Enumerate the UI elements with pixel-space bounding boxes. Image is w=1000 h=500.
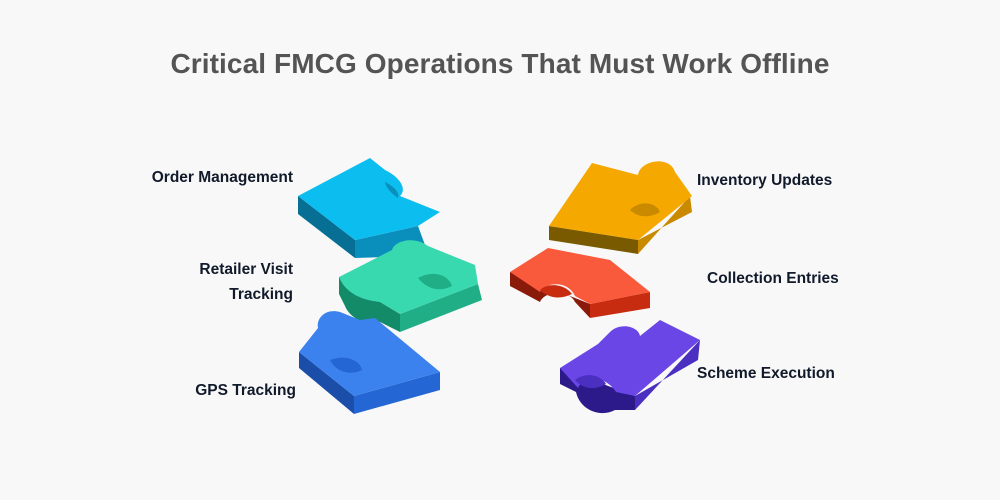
puzzle-piece-inventory [549, 161, 692, 254]
label-retailer-visit-line-2: Tracking [229, 286, 293, 303]
puzzle-piece-scheme [560, 320, 700, 414]
puzzle-piece-gps [299, 311, 440, 414]
label-inventory-updates: Inventory Updates [697, 172, 833, 189]
page-title: Critical FMCG Operations That Must Work … [170, 48, 830, 79]
label-collection-entries: Collection Entries [707, 270, 839, 287]
label-gps-tracking: GPS Tracking [195, 382, 296, 399]
puzzle-piece-collection [510, 248, 650, 318]
label-order-management: Order Management [151, 169, 293, 186]
label-scheme-execution: Scheme Execution [697, 365, 835, 382]
puzzle-piece-retailer-visit [339, 240, 482, 332]
label-retailer-visit-line-1: Retailer Visit [199, 261, 293, 278]
label-retailer-visit-tracking: Retailer Visit Tracking [100, 257, 293, 307]
